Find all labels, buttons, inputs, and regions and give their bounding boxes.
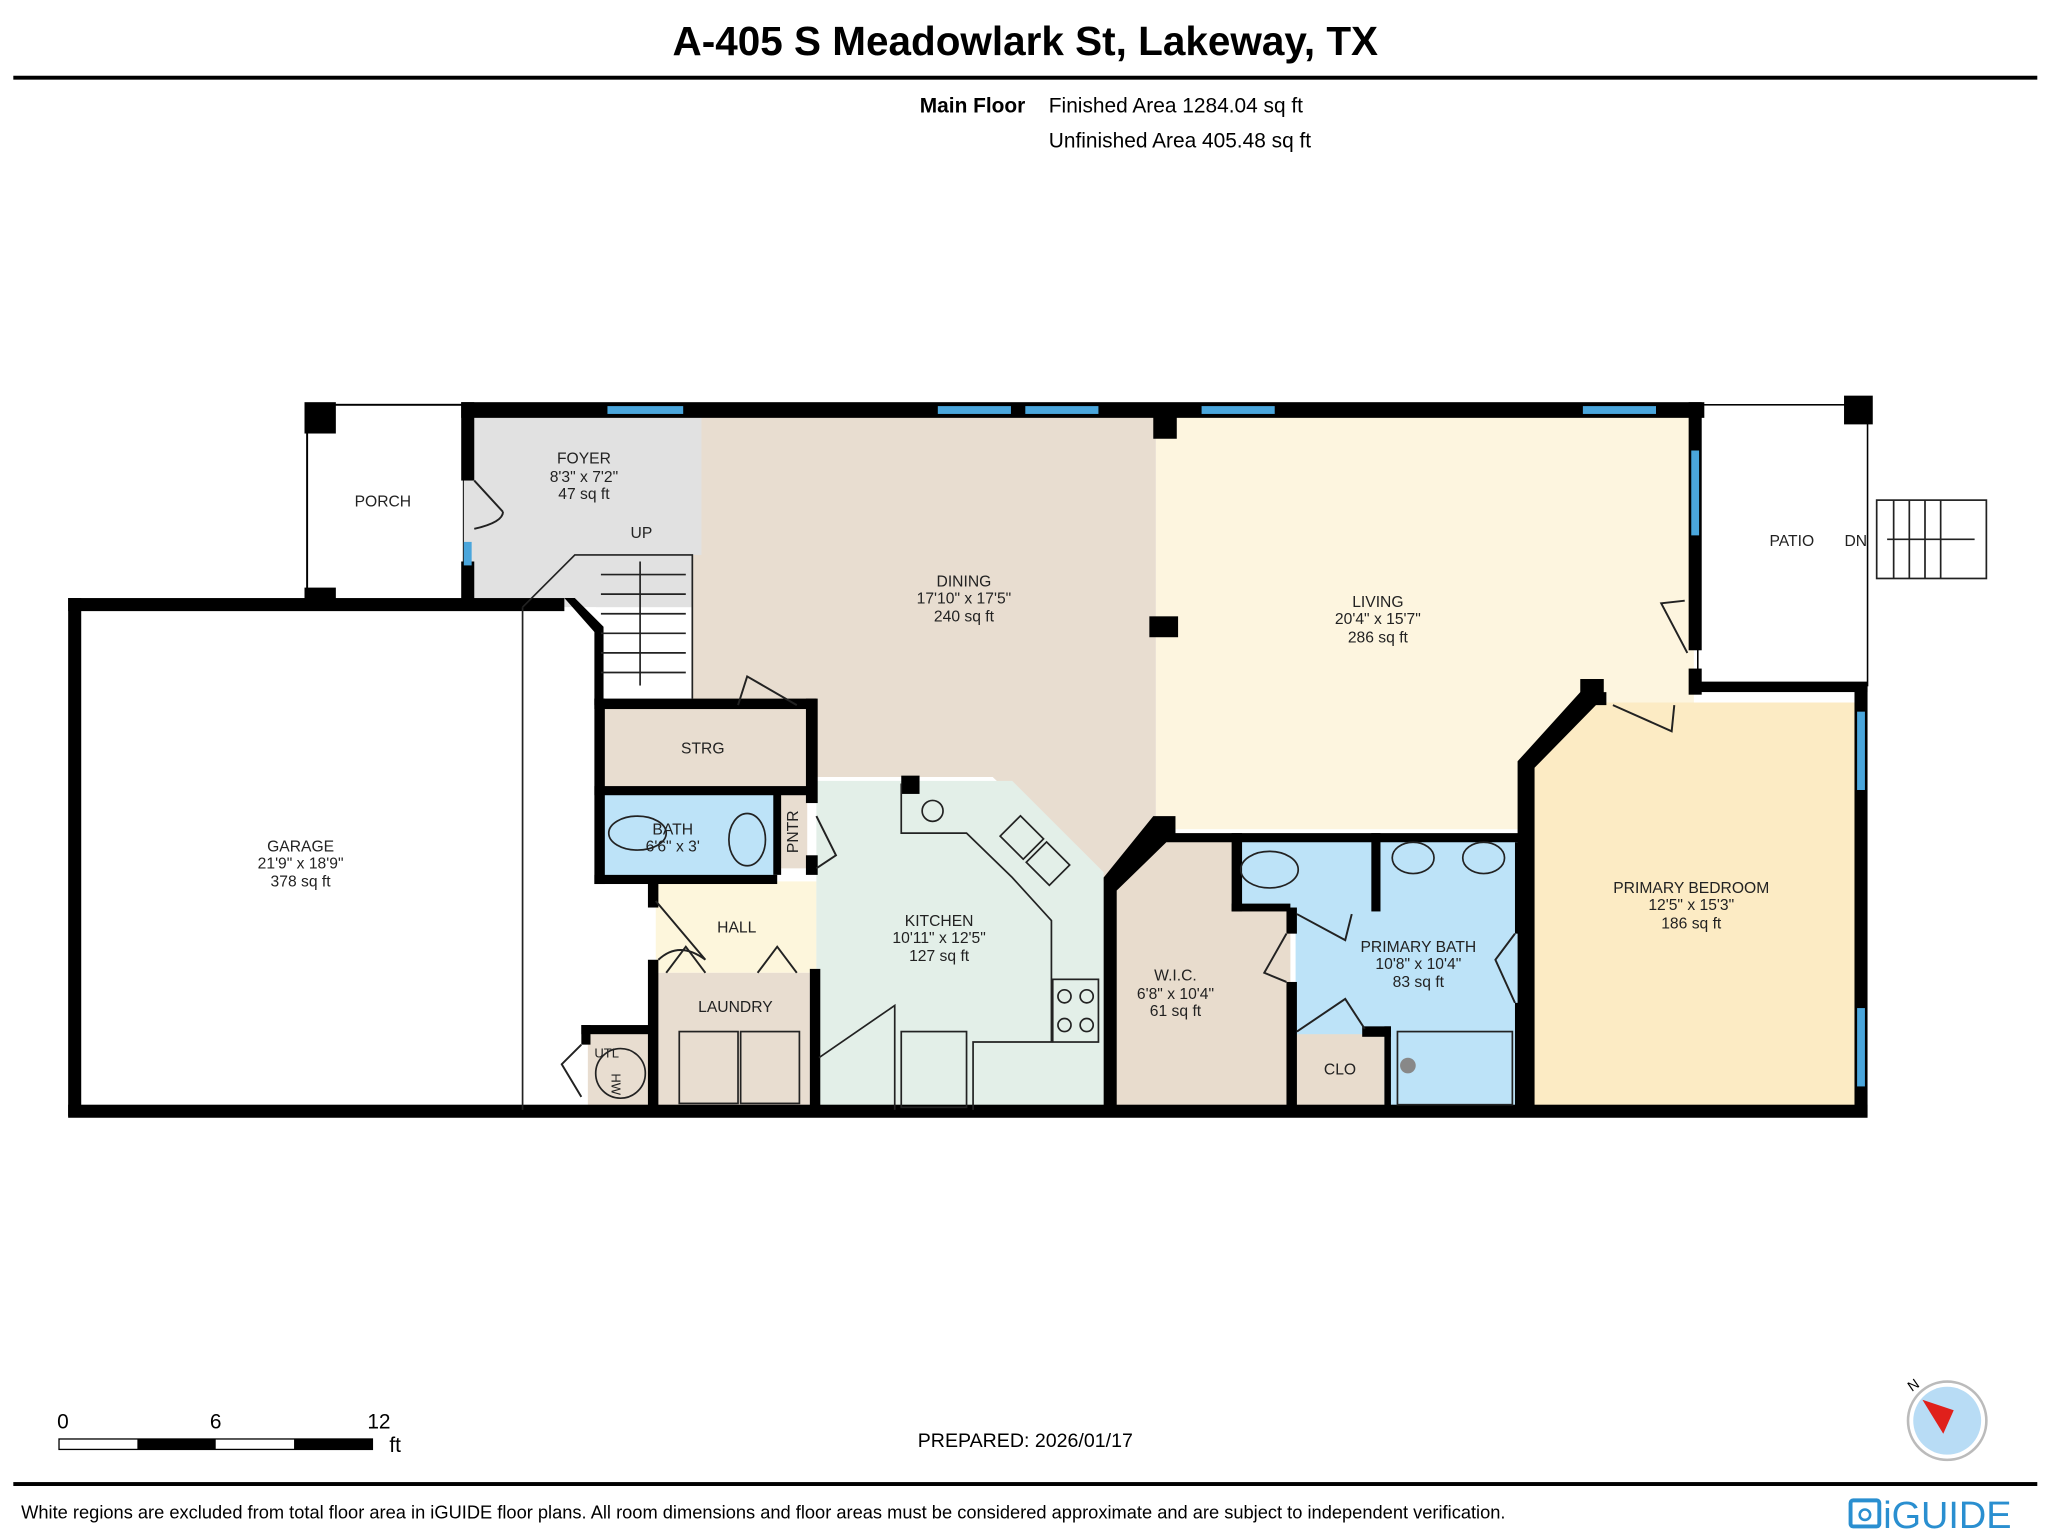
floor-plan bbox=[68, 395, 1988, 1118]
room-foyer bbox=[463, 415, 702, 608]
room-kitchen bbox=[816, 780, 1104, 1110]
area-dining: 240 sq ft bbox=[934, 609, 995, 626]
room-primary-bedroom bbox=[1528, 702, 1858, 1110]
double-sink-icon bbox=[998, 814, 1045, 861]
room-bath bbox=[598, 793, 775, 878]
fixtures bbox=[594, 783, 1514, 1110]
dims-primary-bath: 10'8" x 10'4" bbox=[1375, 956, 1461, 973]
label-primary-bedroom: PRIMARY BEDROOM bbox=[1613, 880, 1769, 897]
dims-bath: 6'6" x 3' bbox=[646, 838, 700, 855]
label-primary-bath: PRIMARY BATH bbox=[1360, 939, 1476, 956]
sink-icon bbox=[1391, 841, 1435, 875]
shower-head-icon bbox=[1400, 1057, 1416, 1074]
room-patio bbox=[1697, 404, 1869, 687]
scale-tick-6: 6 bbox=[210, 1411, 222, 1434]
unfinished-area: Unfinished Area 405.48 sq ft bbox=[1049, 130, 1311, 153]
walls bbox=[68, 395, 1873, 1118]
finished-area: Finished Area 1284.04 sq ft bbox=[1049, 94, 1303, 117]
label-living: LIVING bbox=[1352, 594, 1403, 611]
room-dining bbox=[692, 415, 1156, 882]
iguide-logo: iGUIDE bbox=[1848, 1495, 2012, 1533]
stairs-down bbox=[1875, 499, 1988, 580]
label-utl: UTL bbox=[594, 1046, 619, 1061]
footer-divider bbox=[13, 1482, 2038, 1486]
dims-kitchen: 10'11" x 12'5" bbox=[892, 930, 985, 947]
sink-icon bbox=[921, 799, 944, 823]
header-divider bbox=[13, 75, 2038, 80]
label-hall: HALL bbox=[717, 919, 756, 936]
room-pntr bbox=[778, 793, 808, 869]
sink-icon bbox=[728, 812, 767, 867]
area-kitchen: 127 sq ft bbox=[909, 948, 970, 965]
stove-icon bbox=[1051, 978, 1100, 1043]
area-living: 286 sq ft bbox=[1348, 629, 1409, 646]
floor-name: Main Floor bbox=[920, 94, 1026, 117]
area-foyer: 47 sq ft bbox=[558, 486, 610, 503]
disclaimer: White regions are excluded from total fl… bbox=[21, 1502, 1505, 1523]
scale-bar: 0 6 12 ft bbox=[57, 1411, 401, 1458]
dims-foyer: 8'3" x 7'2" bbox=[550, 469, 618, 486]
label-garage: GARAGE bbox=[267, 838, 334, 855]
dims-dining: 17'10" x 17'5" bbox=[917, 590, 1012, 607]
windows bbox=[463, 406, 1865, 1087]
label-laundry: LAUNDRY bbox=[698, 999, 773, 1016]
toilet-icon bbox=[1239, 850, 1300, 889]
dims-primary-bedroom: 12'5" x 15'3" bbox=[1648, 897, 1734, 914]
room-toilet bbox=[1238, 835, 1376, 908]
stairs-up bbox=[521, 554, 694, 1110]
label-pntr: PNTR bbox=[785, 810, 802, 853]
scale-tick-0: 0 bbox=[57, 1411, 69, 1434]
dryer-icon bbox=[739, 1030, 801, 1105]
toilet-icon bbox=[607, 815, 668, 851]
scale-tick-12: 12 bbox=[367, 1411, 390, 1434]
dims-wic: 6'8" x 10'4" bbox=[1137, 986, 1214, 1003]
room-laundry bbox=[655, 972, 810, 1110]
page-title: A-405 S Meadowlark St, Lakeway, TX bbox=[673, 18, 1378, 64]
label-stairs-up: UP bbox=[631, 525, 653, 542]
label-water-heater: HW bbox=[608, 1073, 623, 1095]
dims-garage: 21'9" x 18'9" bbox=[258, 855, 344, 872]
room-hall bbox=[655, 881, 817, 973]
room-garage bbox=[73, 607, 596, 1112]
area-primary-bath: 83 sq ft bbox=[1393, 974, 1445, 991]
label-foyer: FOYER bbox=[557, 451, 611, 468]
prepared-date: PREPARED: 2026/01/17 bbox=[918, 1430, 1133, 1452]
doors bbox=[473, 479, 1689, 1098]
area-garage: 378 sq ft bbox=[271, 874, 332, 891]
label-kitchen: KITCHEN bbox=[905, 913, 974, 930]
room-strg bbox=[598, 707, 808, 789]
fridge-icon bbox=[900, 1030, 968, 1109]
scale-unit: ft bbox=[389, 1434, 401, 1457]
room-clo bbox=[1295, 1034, 1385, 1110]
label-clo: CLO bbox=[1324, 1062, 1356, 1079]
logo-text: iGUIDE bbox=[1883, 1495, 2011, 1533]
label-stairs-down: DN bbox=[1844, 533, 1867, 550]
area-wic: 61 sq ft bbox=[1150, 1003, 1202, 1020]
label-porch: PORCH bbox=[355, 494, 412, 511]
compass-icon: N bbox=[1905, 1376, 1988, 1462]
sink-icon bbox=[1461, 841, 1506, 875]
dims-living: 20'4" x 15'7" bbox=[1335, 611, 1421, 628]
label-bath: BATH bbox=[652, 821, 693, 838]
label-dining: DINING bbox=[937, 573, 992, 590]
label-patio: PATIO bbox=[1769, 533, 1814, 550]
washer-icon bbox=[678, 1030, 739, 1105]
label-strg: STRG bbox=[681, 740, 725, 757]
room-labels: PORCH FOYER 8'3" x 7'2" 47 sq ft UP DINI… bbox=[258, 451, 1867, 1096]
water-heater-icon bbox=[594, 1047, 647, 1100]
shower-icon bbox=[1396, 1030, 1514, 1106]
room-porch bbox=[306, 403, 465, 602]
area-primary-bedroom: 186 sq ft bbox=[1661, 915, 1722, 932]
room-utl bbox=[587, 1031, 651, 1110]
label-wic: W.I.C. bbox=[1154, 968, 1197, 985]
